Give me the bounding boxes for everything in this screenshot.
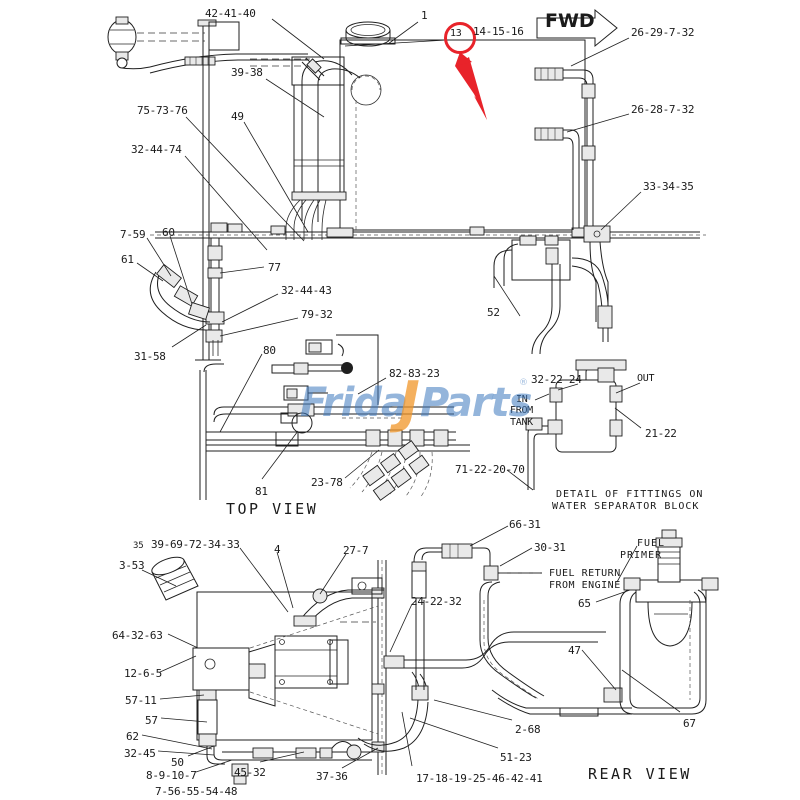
- callout-27-7: 27-7: [343, 544, 369, 557]
- callout-37-36: 37-36: [316, 770, 348, 783]
- label-fuel-return-line2: FROM ENGINE: [549, 580, 621, 591]
- detail-caption-line2: WATER SEPARATOR BLOCK: [552, 501, 700, 512]
- fwd-direction-label: FWD: [545, 10, 595, 32]
- callout-39-69-72-34-33: 39-69-72-34-33: [151, 538, 240, 551]
- callout-39-38: 39-38: [231, 66, 263, 79]
- label-in: IN: [516, 394, 528, 405]
- detail-caption-line1: DETAIL OF FITTINGS ON: [556, 489, 704, 500]
- watermark-registered-mark: ®: [519, 378, 528, 388]
- callout-2-68: 2-68: [515, 723, 541, 736]
- highlight-circle-13: [444, 22, 476, 54]
- callout-47: 47: [568, 644, 581, 657]
- callout-30-31: 30-31: [534, 541, 566, 554]
- view-title-rear: REAR VIEW: [588, 765, 692, 783]
- callout-50: 50: [171, 756, 184, 769]
- callout-14-15-16: 14-15-16: [473, 25, 524, 38]
- callout-65: 65: [578, 597, 591, 610]
- callout-26-29-7-32: 26-29-7-32: [631, 27, 695, 39]
- callout-81: 81: [255, 485, 268, 498]
- callout-67: 67: [683, 717, 696, 730]
- callout-35: 35: [133, 541, 144, 551]
- callout-21-22: 21-22: [645, 427, 677, 440]
- callout-24-22-32: 24-22-32: [411, 595, 462, 608]
- callout-17-18-19-25-46-42-41: 17-18-19-25-46-42-41: [416, 772, 543, 785]
- callout-3-53: 3-53: [119, 559, 145, 572]
- callout-79-32: 79-32: [301, 308, 333, 321]
- callout-31-58: 31-58: [134, 350, 166, 363]
- callout-45-32: 45-32: [234, 766, 266, 779]
- callout-26-28-7-32: 26-28-7-32: [631, 104, 695, 116]
- callout-32-44-43: 32-44-43: [281, 284, 332, 297]
- callout-32-45: 32-45: [124, 747, 156, 760]
- callout-32-44-74: 32-44-74: [131, 143, 182, 156]
- callout-12-6-5: 12-6-5: [124, 667, 162, 680]
- label-out: OUT: [637, 373, 655, 384]
- callout-42-41-40: 42-41-40: [205, 7, 256, 20]
- callout-33-34-35: 33-34-35: [643, 180, 694, 193]
- view-title-top: TOP VIEW: [226, 500, 319, 518]
- callout-71-22-20-70: 71-22-20-70: [455, 463, 525, 476]
- callout-49: 49: [231, 110, 244, 123]
- callout-64-32-63: 64-32-63: [112, 629, 163, 642]
- callout-80: 80: [263, 344, 276, 357]
- callout-75-73-76: 75-73-76: [137, 104, 188, 117]
- callout-1: 1: [421, 9, 428, 22]
- callout-51-23: 51-23: [500, 751, 532, 764]
- callout-82-83-23: 82-83-23: [389, 367, 440, 380]
- callout-4: 4: [274, 543, 281, 556]
- callout-60: 60: [162, 226, 175, 239]
- callout-61: 61: [121, 253, 134, 266]
- callout-66-31: 66-31: [509, 518, 541, 531]
- label-fuel-primer-line1: FUEL: [637, 538, 666, 549]
- callout-52: 52: [487, 306, 500, 319]
- label-from: FROM: [510, 405, 533, 416]
- label-fuel-primer-line2: PRIMER: [620, 550, 663, 561]
- callout-32-22-24: 32-22-24: [531, 373, 582, 386]
- callout-23-78: 23-78: [311, 476, 343, 489]
- callout-7-59: 7-59: [120, 228, 146, 241]
- callout-8-9-10-7: 8-9-10-7: [146, 769, 197, 782]
- callout-7-56-55-54-48: 7-56-55-54-48: [155, 785, 238, 798]
- label-tank: TANK: [510, 417, 533, 428]
- label-fuel-return-line1: FUEL RETURN: [549, 568, 621, 579]
- callout-57-11: 57-11: [125, 694, 157, 707]
- callout-57: 57: [145, 714, 158, 727]
- callout-13-highlighted: 13: [450, 28, 462, 39]
- callout-62: 62: [126, 730, 139, 743]
- callout-77: 77: [268, 261, 281, 274]
